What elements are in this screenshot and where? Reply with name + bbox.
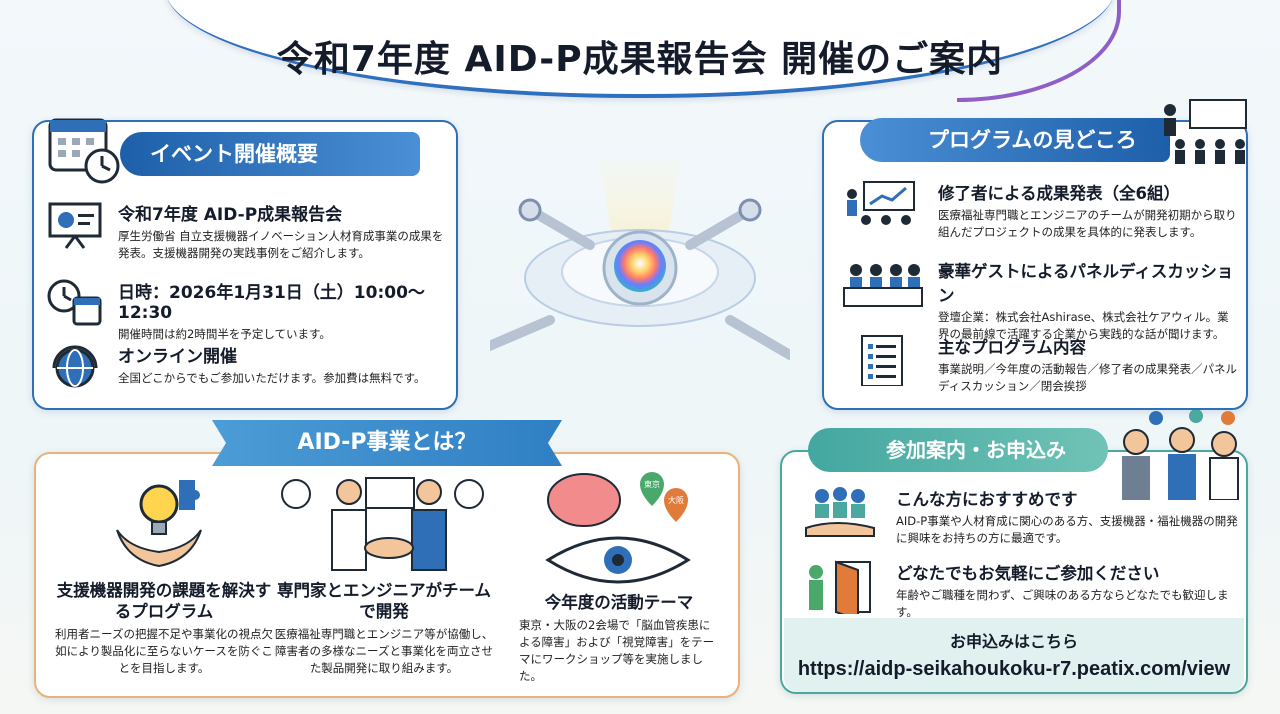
apply-header: 参加案内・お申込み [808, 428, 1108, 472]
aidp-column-desc: 利用者ニーズの把握不足や事業化の視点欠如により製品化に至らないケースを防ぐことを… [55, 627, 273, 675]
presentation-board-icon [48, 202, 102, 249]
attendees-icon [1122, 410, 1239, 500]
aidp-column: 東京 大阪 今年度の活動テーマ 東京・大阪の2会場で「脳血管疾患による障害」およ… [505, 470, 733, 685]
presenter-audience-icon [1164, 99, 1247, 164]
map-pin-label: 東京 [644, 479, 660, 489]
aidp-column-desc: 医療福祉専門職とエンジニア等が協働し、障害者の多様なニーズと事業化を両立させた製… [274, 627, 494, 675]
aidp-column-title: 専門家とエンジニアがチームで開発 [276, 581, 491, 621]
program-header: プログラムの見どころ [860, 118, 1170, 162]
panel-discussion-icon [843, 264, 923, 307]
page-title: 令和7年度 AID-P成果報告会 開催のご案内 [276, 39, 1004, 80]
apply-item-desc: AID-P事業や人材育成に関心のある方、支援機器・福祉機器の開発に興味をお持ちの… [896, 514, 1238, 545]
clock-calendar-icon [47, 279, 102, 326]
program-item-desc: 事業説明／今年度の活動報告／修了者の成果発表／パネルディスカッション／閉会挨拶 [938, 362, 1237, 393]
apply-item-title: こんな方におすすめです [896, 490, 1078, 509]
calendar-clock-icon [48, 118, 120, 184]
map-pin-label: 大阪 [668, 495, 684, 505]
program-item-title: 修了者による成果発表（全6組） [938, 184, 1180, 203]
handshake-team-icon [281, 477, 484, 571]
aidp-header: AID-P事業とは？ [212, 420, 562, 466]
apply-item-title: どなたでもお気軽にご参加ください [896, 564, 1160, 583]
people-hand-icon [805, 487, 875, 537]
aidp-column-desc: 東京・大阪の2会場で「脳血管疾患による障害」および「視覚障害」をテーマにワークシ… [519, 618, 715, 683]
aidp-column-title: 支援機器開発の課題を解決するプログラム [56, 581, 272, 621]
event-item-title: 令和7年度 AID-P成果報告会 [118, 205, 343, 225]
aidp-column: 支援機器開発の課題を解決するプログラム 利用者ニーズの把握不足や事業化の視点欠如… [50, 470, 278, 677]
lightbulb-hands-icon [116, 480, 202, 568]
hub-illustration [490, 160, 790, 360]
event-item-desc: 全国どこからでもご参加いただけます。参加費は無料です。 [118, 371, 426, 385]
apply-cta-label: お申込みはこちら [949, 632, 1078, 651]
presentation-audience-icon [847, 181, 915, 225]
apply-url-link[interactable]: https://aidp-seikahoukoku-r7.peatix.com/… [797, 658, 1231, 680]
event-item-desc: 厚生労働省 自立支援機器イノベーション人材育成事業の成果を発表。支援機器開発の実… [118, 229, 444, 260]
program-item-title: 主なプログラム内容 [938, 338, 1087, 357]
open-door-icon [809, 560, 871, 614]
event-item-desc: 開催時間は約2時間半を予定しています。 [118, 327, 331, 341]
event-overview-header: イベント開催概要 [120, 132, 420, 176]
apply-cta-box: お申込みはこちら https://aidp-seikahoukoku-r7.pe… [784, 618, 1244, 692]
brain-eye-icon: 東京 大阪 [545, 472, 691, 584]
program-item-desc: 医療福祉専門職とエンジニアのチームが開発初期から取り組んだプロジェクトの成果を具… [938, 208, 1237, 239]
program-item-desc: 登壇企業：株式会社Ashirase、株式会社ケアウィル。業界の最前線で活躍する企… [938, 310, 1229, 341]
globe-headset-icon [52, 345, 98, 388]
event-date: 日時：2026年1月31日（土）10:00〜12:30 [118, 283, 425, 323]
event-item-title: オンライン開催 [118, 347, 237, 367]
checklist-icon [861, 335, 903, 386]
apply-item-desc: 年齢やご職種を問わず、ご興味のある方ならどなたでも歓迎します。 [896, 588, 1229, 619]
program-item-title: 豪華ゲストによるパネルディスカッション [938, 262, 1234, 305]
aidp-column-title: 今年度の活動テーマ [544, 593, 694, 612]
aidp-column: 専門家とエンジニアがチームで開発 医療福祉専門職とエンジニア等が協働し、障害者の… [270, 470, 498, 677]
